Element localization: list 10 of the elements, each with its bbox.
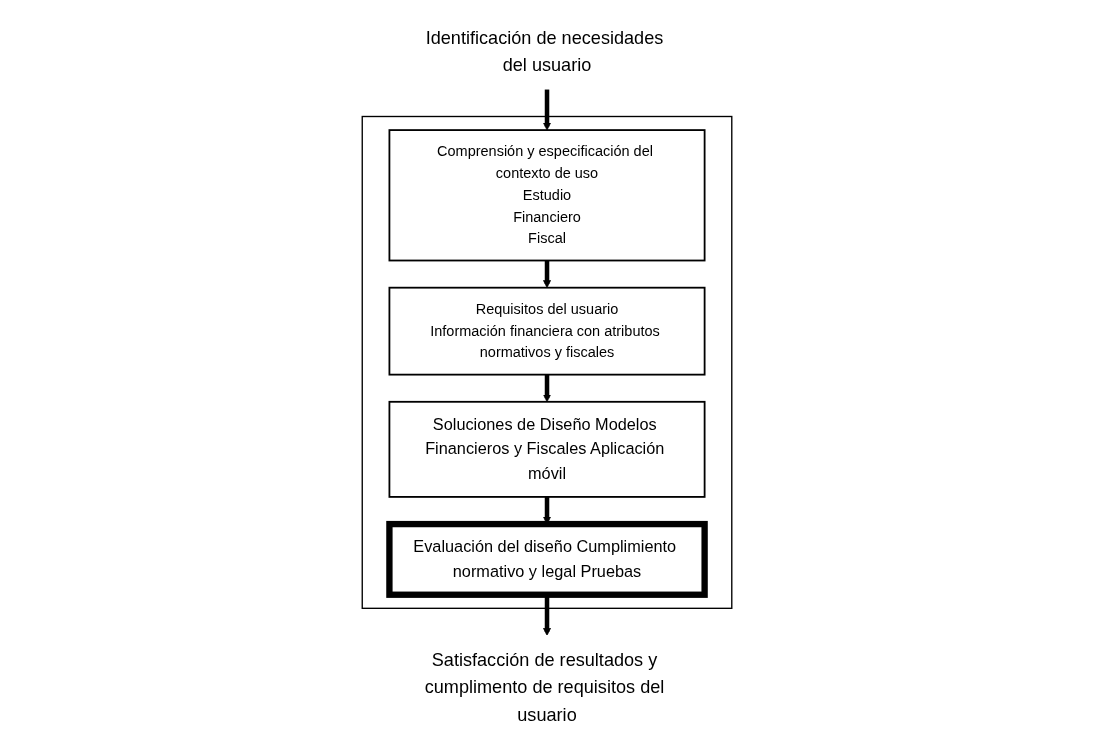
arrow [543, 260, 551, 289]
node-box: Soluciones de Diseño Modelos Financieros y Fiscales Aplicación móvil [388, 400, 706, 498]
arrow [543, 89, 551, 131]
cluster [361, 115, 733, 609]
node-text: Identificación de necesidades del usuario [425, 27, 664, 75]
node-text: Satisfacción de resultados y cumplimento de requisitos del usuario [424, 649, 665, 725]
node-box: Requisitos del usuario Información financiera con atributos normativos y fiscales [388, 286, 706, 376]
arrow [543, 374, 551, 403]
node-box: Comprensión y especificación del contexto de uso Estudio Financiero Fiscal [388, 129, 706, 262]
node-box: Evaluación del diseño Cumplimiento normativo y legal Pruebas [386, 520, 708, 598]
